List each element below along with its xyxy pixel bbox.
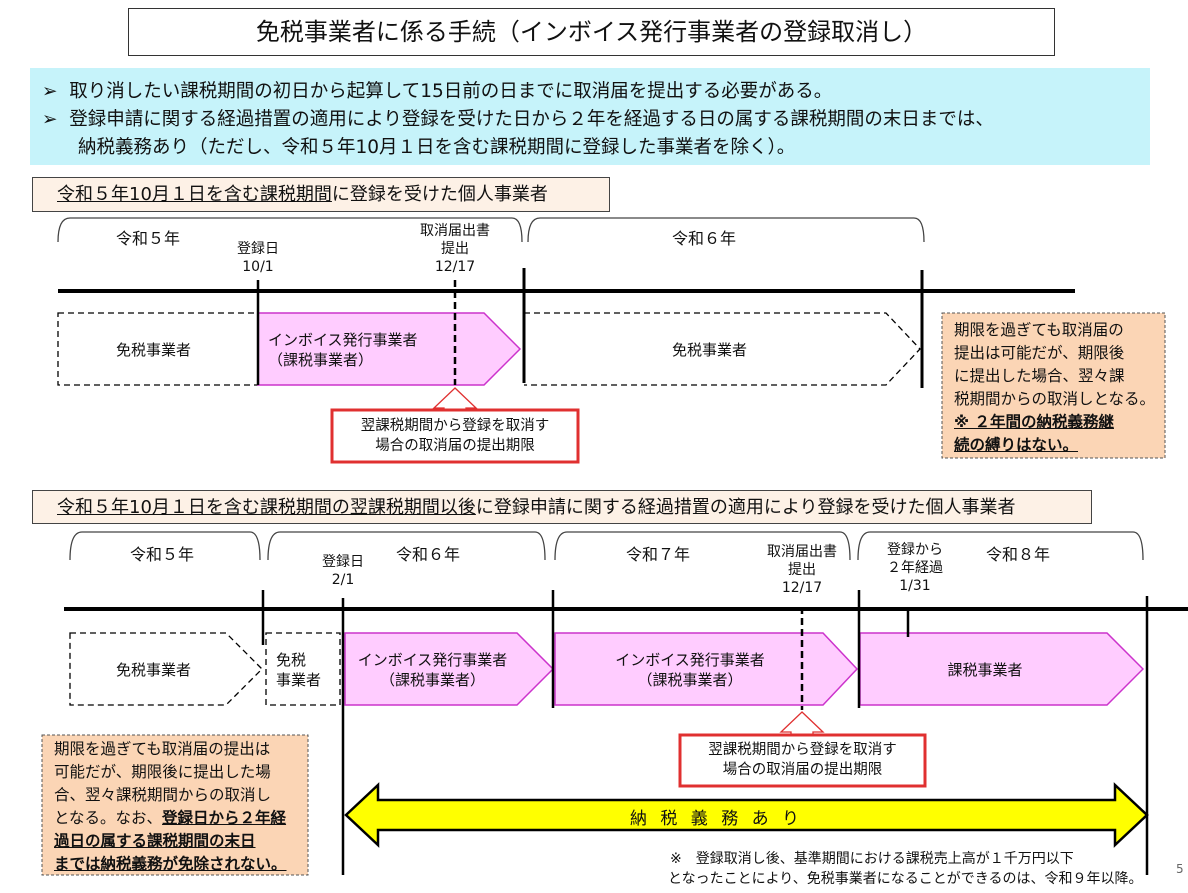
year-brace	[267, 531, 546, 561]
invoice-label: インボイス発行事業者（課税事業者）	[615, 651, 765, 689]
up-arrow	[779, 711, 825, 737]
footnote: ※ 登録取消し後、基準期間における課税売上高が１千万円以下となったことにより、免…	[668, 851, 1143, 887]
taxable-label: 課税事業者	[947, 661, 1023, 679]
year-label: 令和８年	[986, 545, 1051, 564]
invoice-label: インボイス発行事業者（課税事業者）	[268, 331, 418, 369]
up-arrow	[432, 387, 478, 413]
year-brace	[527, 217, 925, 243]
callout-text: 翌課税期間から登録を取消す場合の取消届の提出期限	[708, 742, 897, 778]
note-box	[41, 734, 309, 876]
section1-header: 令和５年10月１日を含む課税期間に登録を受けた個人事業者	[32, 177, 610, 212]
invoice-label: インボイス発行事業者（課税事業者）	[357, 651, 508, 689]
page-number: 5	[1176, 862, 1184, 876]
year-label: 令和５年	[116, 229, 181, 248]
year-label: 令和７年	[626, 545, 691, 564]
page-title: 免税事業者に係る手続（インボイス発行事業者の登録取消し）	[128, 8, 1055, 56]
obligation-label: 納 税 義 務 あ り	[630, 809, 804, 829]
exempt-label: 免税事業者	[116, 341, 192, 359]
summary-box: ➢ 取り消したい課税期間の初日から起算して15日前の日までに取消届を提出する必要…	[30, 68, 1150, 165]
callout-box	[330, 408, 580, 464]
year-label: 令和５年	[130, 545, 195, 564]
year-brace	[57, 217, 523, 243]
callout-box	[678, 733, 927, 788]
year-label: 令和６年	[672, 229, 737, 248]
exempt-label: 免税事業者	[672, 341, 748, 359]
exempt-label: 免税事業者	[116, 661, 192, 679]
invoice-arrow	[554, 632, 859, 706]
exempt-label: 免税事業者	[276, 651, 322, 689]
year-brace	[69, 531, 261, 561]
year-brace	[554, 531, 851, 561]
note-text: 期限を過ぎても取消届の提出は可能だが、期限後に提出した場合、翌々課税期間からの取…	[954, 321, 1156, 454]
year-brace	[857, 531, 1144, 561]
callout-text: 翌課税期間から登録を取消す場合の取消届の提出期限	[360, 418, 550, 454]
exempt-box	[265, 632, 341, 706]
summary-line: ➢ 取り消したい課税期間の初日から起算して15日前の日までに取消届を提出する必要…	[42, 81, 833, 102]
year-label: 令和６年	[396, 545, 461, 564]
summary-line: 納税義務あり（ただし、令和５年10月１日を含む課税期間に登録した事業者を除く）。	[78, 137, 796, 158]
section2-header: 令和５年10月１日を含む課税期間の翌課税期間以後に登録申請に関する経過措置の適用…	[32, 490, 1092, 524]
note-box	[941, 312, 1166, 459]
obligation-arrow	[344, 782, 1149, 848]
exempt-arrow	[69, 632, 263, 706]
exempt-arrow	[524, 312, 921, 386]
invoice-arrow	[344, 632, 555, 706]
note-text: 期限を過ぎても取消届の提出は可能だが、期限後に提出した場合、翌々課税期間からの取…	[54, 740, 287, 873]
summary-line: ➢ 登録申請に関する経過措置の適用により登録を受けた日から２年を経過する日の属す…	[42, 109, 994, 130]
